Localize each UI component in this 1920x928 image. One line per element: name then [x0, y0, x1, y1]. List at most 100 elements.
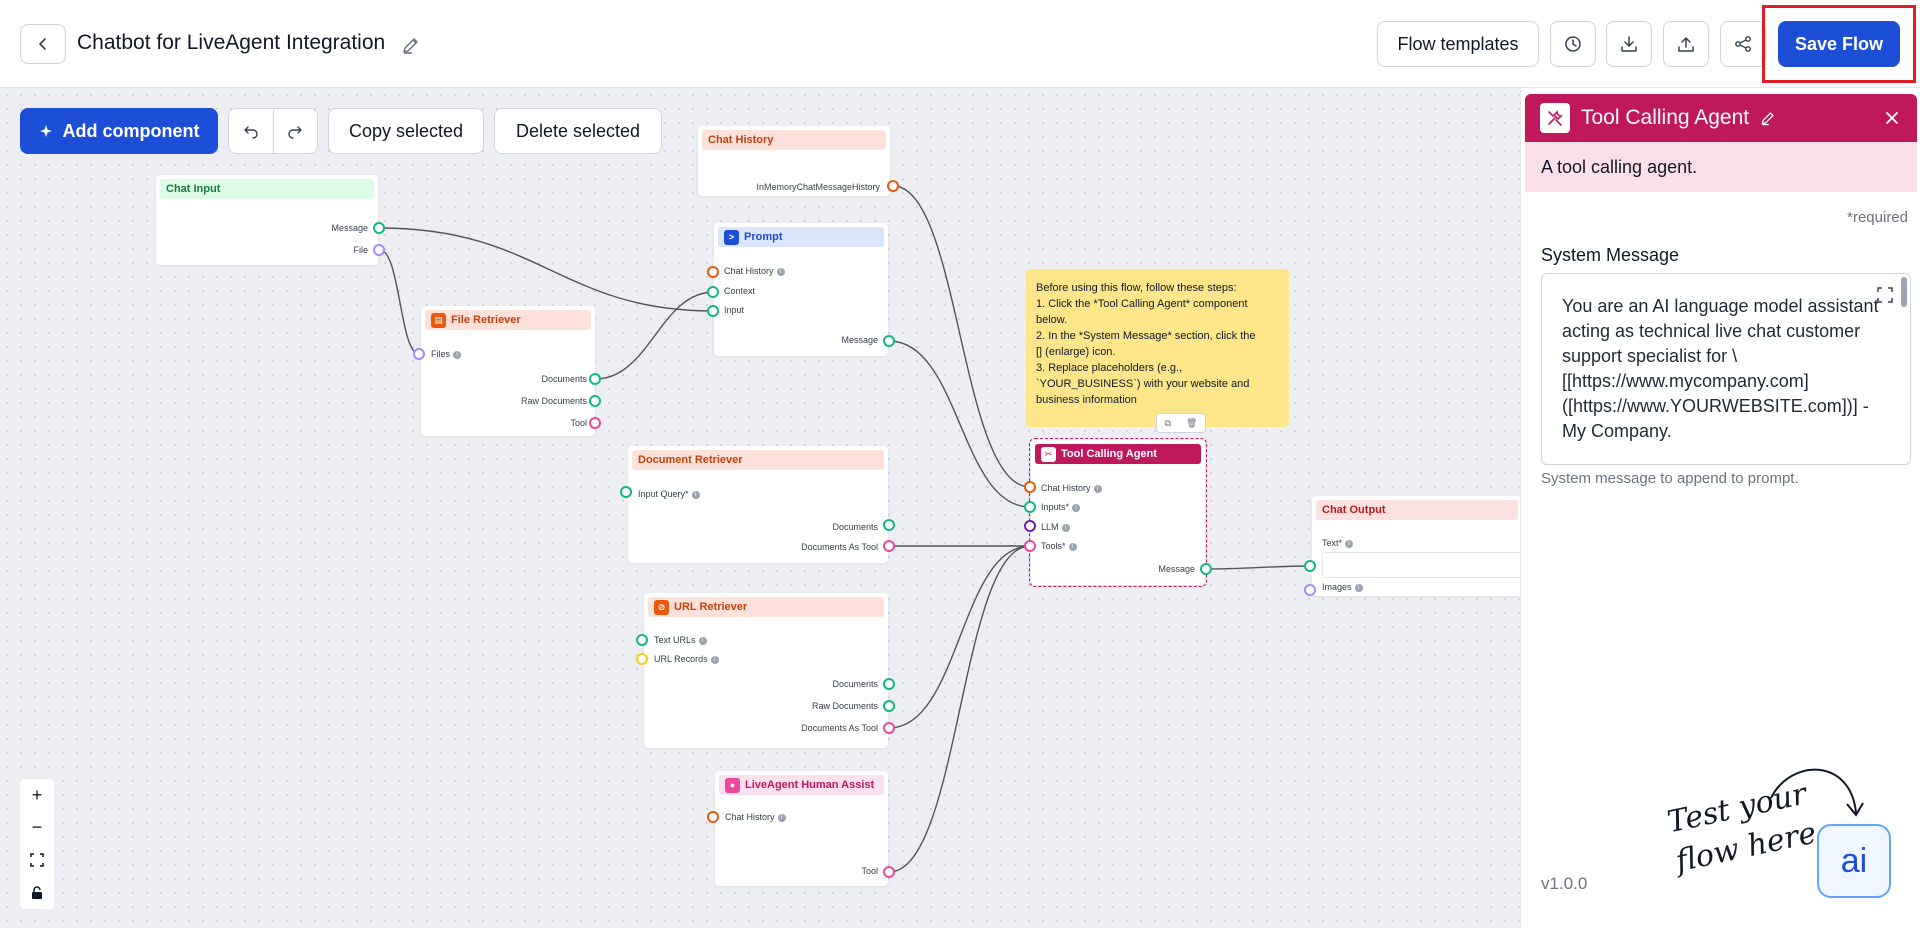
zoom-out-button[interactable]: −	[31, 817, 43, 838]
history-button[interactable]	[1550, 21, 1596, 67]
trash-icon[interactable]: 🗑	[1186, 417, 1198, 428]
port-prompt-message[interactable]	[883, 335, 895, 347]
edge-agent-output	[1205, 565, 1311, 570]
node-document-retriever[interactable]: Document Retriever Input Query*i Documen…	[628, 446, 888, 563]
port-prompt-chat-history[interactable]	[707, 266, 719, 278]
port-agent-llm[interactable]	[1024, 520, 1036, 532]
port-output-text[interactable]	[1304, 560, 1316, 572]
node-prompt-title: Prompt	[744, 231, 783, 243]
node-file-retriever-header: ▤ File Retriever	[425, 310, 591, 330]
redo-button[interactable]	[272, 109, 317, 153]
port-file-retriever-raw-documents[interactable]	[589, 395, 601, 407]
test-flow-button[interactable]: ai	[1817, 824, 1891, 898]
port-doc-documents[interactable]	[883, 519, 895, 531]
edge-chat-input-prompt	[379, 227, 715, 312]
flow-title: Chatbot for LiveAgent Integration	[77, 31, 386, 54]
port-doc-input-query[interactable]	[620, 486, 632, 498]
undo-button[interactable]	[229, 109, 273, 153]
output-text-field[interactable]	[1322, 552, 1520, 578]
upload-button[interactable]	[1663, 21, 1709, 67]
port-url-documents[interactable]	[883, 678, 895, 690]
port-liveagent-history[interactable]	[707, 811, 719, 823]
port-agent-message[interactable]	[1200, 563, 1212, 575]
port-label-url-documents: Documents	[832, 679, 878, 689]
port-label-message: Message	[331, 223, 368, 233]
save-flow-button[interactable]: Save Flow	[1778, 21, 1900, 67]
port-label-text-urls-text: Text URLs	[654, 635, 696, 645]
node-chat-input[interactable]: Chat Input Message File	[156, 175, 378, 265]
port-url-raw-documents[interactable]	[883, 700, 895, 712]
note-line: 3. Replace placeholders (e.g.,	[1036, 362, 1183, 374]
duplicate-icon[interactable]: ⧉	[1164, 417, 1171, 428]
port-file-retriever-tool[interactable]	[589, 417, 601, 429]
port-url-text-urls[interactable]	[636, 634, 648, 646]
port-output-images[interactable]	[1304, 584, 1316, 596]
port-chat-history-out[interactable]	[887, 180, 899, 192]
info-icon: i	[1345, 539, 1354, 548]
port-agent-inputs[interactable]	[1024, 501, 1036, 513]
port-label-output-text: Text*i	[1322, 538, 1354, 548]
copy-selected-button[interactable]: Copy selected	[328, 108, 484, 154]
port-url-documents-as-tool[interactable]	[883, 722, 895, 734]
fit-view-button[interactable]	[20, 844, 54, 877]
port-prompt-input[interactable]	[707, 305, 719, 317]
history-icon	[1565, 36, 1581, 52]
back-button[interactable]	[20, 24, 66, 64]
node-liveagent-header: ● LiveAgent Human Assist	[719, 775, 884, 795]
version-label: v1.0.0	[1541, 874, 1588, 893]
close-panel-button[interactable]	[1881, 107, 1903, 129]
pencil-icon[interactable]	[400, 34, 422, 56]
terminal-icon: >	[724, 229, 739, 245]
port-prompt-context[interactable]	[707, 286, 719, 298]
node-document-retriever-title: Document Retriever	[632, 450, 884, 470]
info-icon: i	[698, 636, 707, 645]
port-label-input: Input	[724, 305, 745, 315]
node-chat-history[interactable]: Chat History InMemoryChatMessageHistory	[698, 126, 890, 196]
port-label-inmemory: InMemoryChatMessageHistory	[756, 182, 880, 192]
node-url-retriever-title: URL Retriever	[674, 601, 748, 613]
instructions-note[interactable]: Before using this flow, follow these ste…	[1026, 269, 1289, 427]
info-icon: i	[776, 267, 785, 276]
port-doc-documents-as-tool[interactable]	[883, 540, 895, 552]
info-icon: i	[1061, 523, 1070, 532]
save-highlight-box	[1762, 5, 1916, 83]
add-component-button[interactable]: Add component	[20, 108, 218, 154]
port-label-agent-llm-text: LLM	[1041, 522, 1059, 532]
lock-button[interactable]	[20, 877, 54, 910]
port-label-prompt-history-text: Chat History	[724, 266, 774, 276]
info-icon: i	[777, 813, 786, 822]
delete-selected-button[interactable]: Delete selected	[494, 108, 662, 154]
port-chat-input-message[interactable]	[373, 222, 385, 234]
system-message-input[interactable]: You are an AI language model assistant a…	[1541, 273, 1911, 465]
port-label-agent-tools-text: Tools*	[1041, 541, 1066, 551]
port-agent-chat-history[interactable]	[1024, 481, 1036, 493]
port-label-url-as-tool: Documents As Tool	[801, 723, 878, 733]
download-button[interactable]	[1606, 21, 1652, 67]
scrollbar-thumb[interactable]	[1901, 277, 1907, 307]
port-file-retriever-files[interactable]	[413, 348, 425, 360]
share-button[interactable]	[1720, 21, 1766, 67]
edge-liveagent-tool-agent	[888, 545, 1031, 873]
port-label-tool: Tool	[570, 418, 587, 428]
info-icon: i	[710, 655, 719, 664]
port-liveagent-tool[interactable]	[883, 866, 895, 878]
port-agent-tools[interactable]	[1024, 540, 1036, 552]
port-url-records[interactable]	[636, 653, 648, 665]
flow-canvas[interactable]: Add component Copy selected Delete selec…	[0, 88, 1520, 928]
textarea-scrollbar[interactable]	[1901, 277, 1907, 461]
zoom-in-button[interactable]: +	[31, 784, 43, 805]
expand-icon[interactable]	[1876, 286, 1894, 304]
port-label-agent-message: Message	[1158, 564, 1195, 574]
pencil-icon[interactable]	[1759, 109, 1777, 127]
port-file-retriever-documents[interactable]	[589, 373, 601, 385]
flow-templates-button[interactable]: Flow templates	[1377, 21, 1539, 67]
port-chat-input-file[interactable]	[373, 244, 385, 256]
